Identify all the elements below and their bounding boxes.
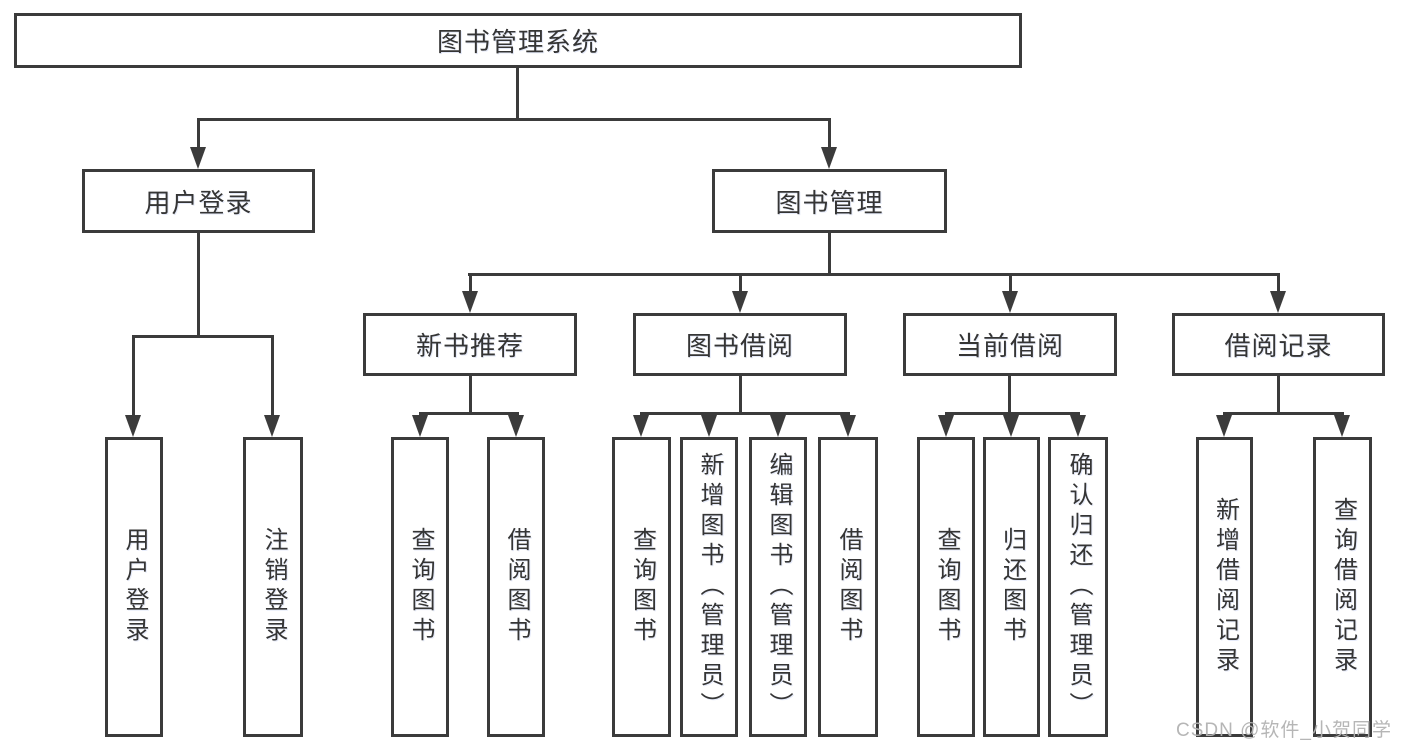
node-library-system: 图书管理系统 — [14, 13, 1022, 68]
connector-userlogin-drop-2 — [271, 337, 274, 419]
arrow-down — [1334, 415, 1350, 437]
node-book-borrowing: 图书借阅 — [633, 313, 847, 376]
leaf-bb-add-books-admin: 新增图书（管理员） — [680, 437, 738, 737]
arrow-down — [770, 415, 786, 437]
leaf-cb-confirm-return-admin: 确认归还（管理员） — [1048, 437, 1108, 737]
node-borrowing-records: 借阅记录 — [1172, 313, 1385, 376]
connector-nbr-stem — [469, 375, 472, 415]
connector-root-left-drop — [197, 120, 200, 150]
connector-bb-stem — [739, 375, 742, 415]
arrow-down — [1070, 415, 1086, 437]
watermark: CSDN @软件_小贺同学 — [1176, 720, 1392, 741]
connector-root-rail — [197, 118, 831, 121]
leaf-logout: 注销登录 — [243, 437, 303, 737]
arrow-down — [1270, 291, 1286, 313]
leaf-nbr-borrow-books: 借阅图书 — [487, 437, 545, 737]
arrow-down — [701, 415, 717, 437]
connector-userlogin-rail — [132, 335, 274, 338]
connector-root-stem — [516, 67, 519, 121]
arrow-down — [633, 415, 649, 437]
arrow-down — [840, 415, 856, 437]
arrow-down — [125, 415, 141, 437]
connector-bookmgmt-rail — [468, 273, 1280, 276]
connector-bb-rail — [640, 412, 850, 415]
leaf-br-add-record: 新增借阅记录 — [1196, 437, 1253, 737]
leaf-br-query-record: 查询借阅记录 — [1313, 437, 1372, 737]
node-user-login: 用户登录 — [82, 169, 315, 233]
arrow-down — [732, 291, 748, 313]
arrow-down — [412, 415, 428, 437]
leaf-bb-edit-books-admin: 编辑图书（管理员） — [749, 437, 807, 737]
connector-nbr-rail — [419, 412, 519, 415]
arrow-down — [1216, 415, 1232, 437]
connector-br-stem — [1277, 375, 1280, 415]
node-book-management: 图书管理 — [712, 169, 947, 233]
connector-bookmgmt-drop-4 — [1277, 275, 1280, 295]
arrow-down — [1003, 415, 1019, 437]
arrow-down — [938, 415, 954, 437]
arrow-down — [508, 415, 524, 437]
leaf-bb-query-books: 查询图书 — [612, 437, 671, 737]
connector-userlogin-stem — [197, 232, 200, 338]
connector-bookmgmt-drop-3 — [1009, 275, 1012, 295]
leaf-user-login: 用户登录 — [105, 437, 163, 737]
leaf-cb-query-books: 查询图书 — [917, 437, 975, 737]
arrow-down — [264, 415, 280, 437]
connector-bookmgmt-stem — [828, 232, 831, 276]
connector-cb-stem — [1008, 375, 1011, 415]
connector-bookmgmt-drop-2 — [739, 275, 742, 295]
connector-cb-rail — [945, 412, 1080, 415]
connector-root-right-drop — [828, 120, 831, 150]
connector-userlogin-drop-1 — [132, 337, 135, 419]
arrow-down — [190, 147, 206, 169]
connector-br-rail — [1223, 412, 1344, 415]
arrow-down — [462, 291, 478, 313]
arrow-down — [1002, 291, 1018, 313]
leaf-cb-return-books: 归还图书 — [983, 437, 1040, 737]
leaf-nbr-query-books: 查询图书 — [391, 437, 449, 737]
arrow-down — [821, 147, 837, 169]
node-current-borrowing: 当前借阅 — [903, 313, 1117, 376]
node-new-book-recommendation: 新书推荐 — [363, 313, 577, 376]
leaf-bb-borrow-books: 借阅图书 — [818, 437, 878, 737]
connector-bookmgmt-drop-1 — [469, 275, 472, 295]
